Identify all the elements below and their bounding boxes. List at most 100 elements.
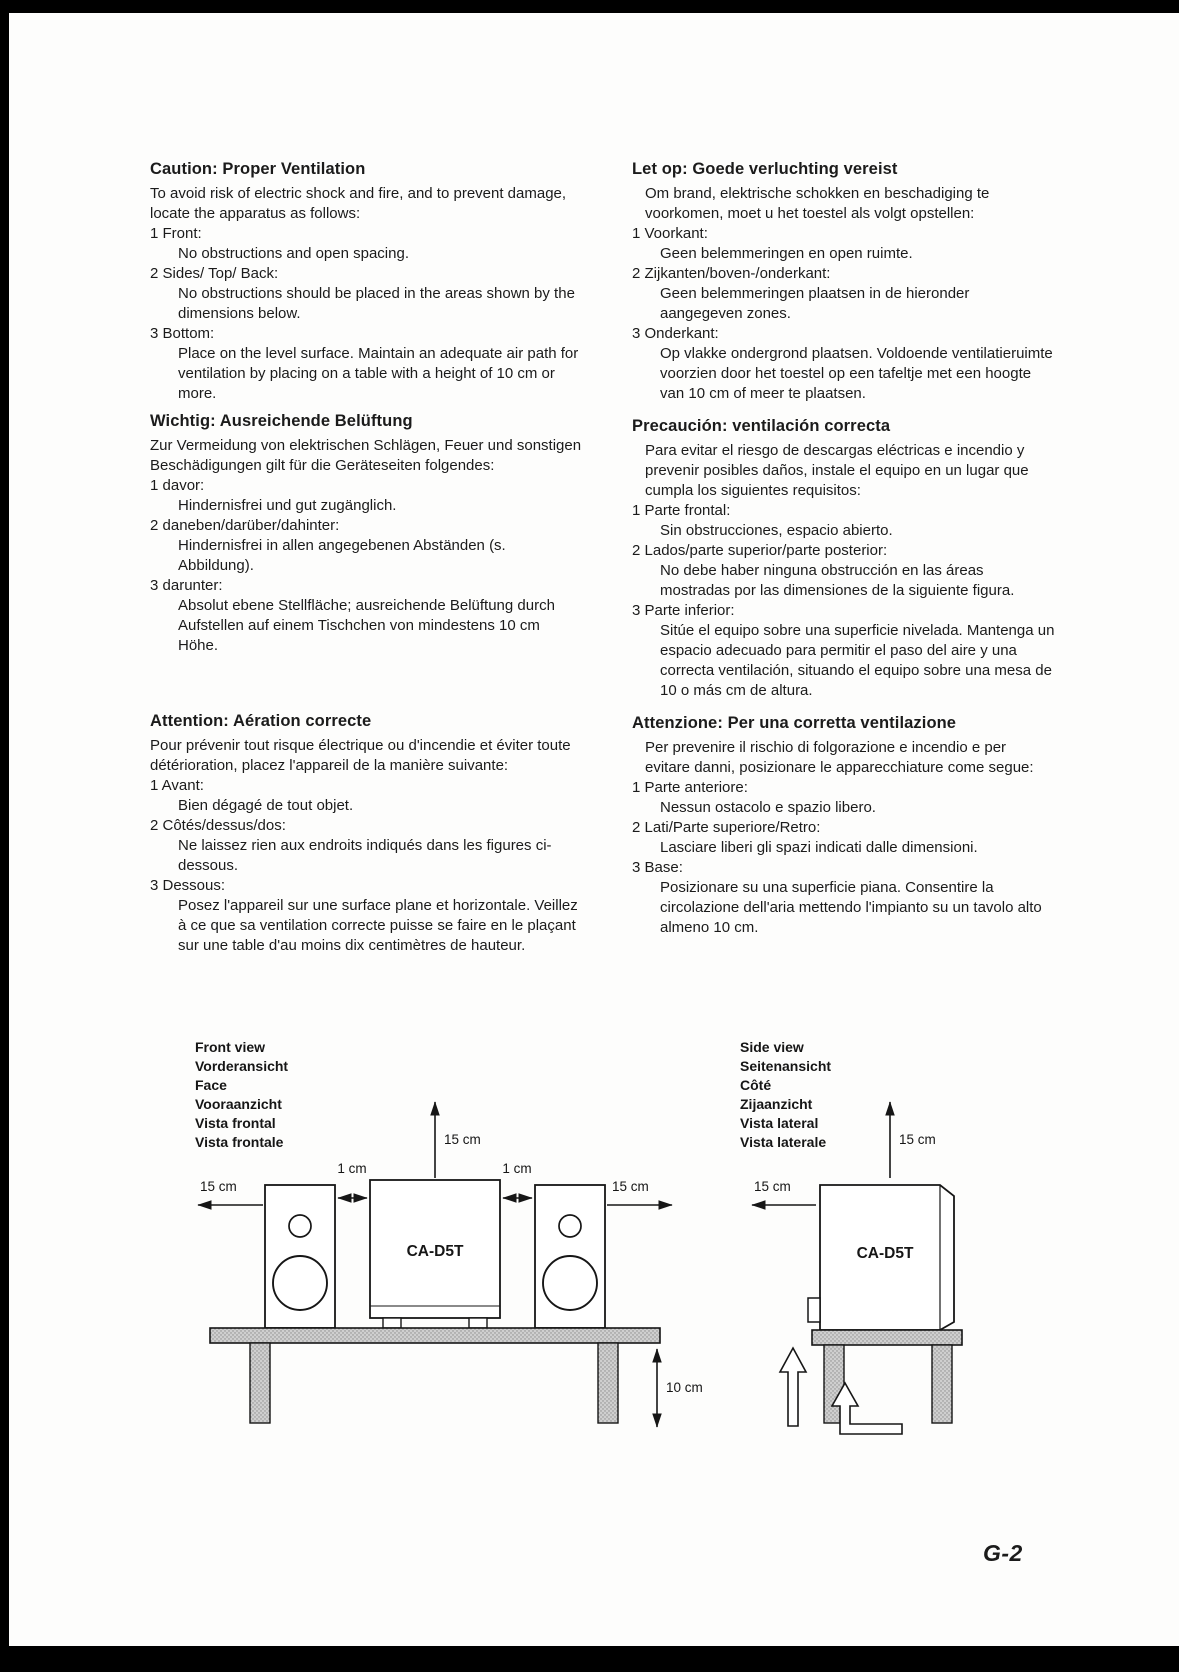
airflow-arrows <box>778 1346 903 1435</box>
text-columns: Caution: Proper Ventilation To avoid ris… <box>150 160 1055 956</box>
svg-text:15 cm: 15 cm <box>200 1179 237 1194</box>
svg-text:Côté: Côté <box>740 1077 771 1093</box>
scan-edge-top <box>0 0 1179 13</box>
section-intro: Om brand, elektrische schokken en bescha… <box>645 185 990 222</box>
section-title: Attenzione: Per una corretta ventilazion… <box>632 714 957 732</box>
list-item-label: 3 Parte inferior: <box>632 602 735 619</box>
list-item-label: 2 Côtés/dessus/dos: <box>150 817 286 834</box>
list-item-text: No debe haber ninguna obstrucción en las… <box>660 562 1015 599</box>
list-item-text: Nessun ostacolo e spazio libero. <box>660 799 876 816</box>
list-item-text: Absolut ebene Stellfläche; ausreichende … <box>178 597 555 654</box>
page-number: G-2 <box>983 1540 1023 1566</box>
ventilation-diagram: Front view Vorderansicht Face Vooraanzic… <box>140 1030 1040 1460</box>
svg-text:1 cm: 1 cm <box>337 1161 366 1176</box>
column-right: Let op: Goede verluchting vereist Om bra… <box>632 160 1055 956</box>
front-view: 15 cm 1 cm 1 cm 15 cm 15 cm <box>197 1101 703 1428</box>
scan-edge-bottom <box>0 1646 1179 1672</box>
list-item-text: Geen belemmeringen plaatsen in de hieron… <box>660 285 970 322</box>
table-leg <box>597 1342 619 1424</box>
dimension-arrow-table-height: 10 cm <box>652 1348 703 1428</box>
svg-text:Side view: Side view <box>740 1039 804 1055</box>
right-speaker <box>534 1184 606 1329</box>
list-item-label: 3 Bottom: <box>150 325 215 342</box>
section-attenzione-italian: Attenzione: Per una corretta ventilazion… <box>632 714 1055 938</box>
section-intro: Para evitar el riesgo de descargas eléct… <box>645 442 1029 499</box>
column-left: Caution: Proper Ventilation To avoid ris… <box>150 160 582 956</box>
list-item-label: 1 Parte frontal: <box>632 502 731 519</box>
list-item-text: No obstructions should be placed in the … <box>178 285 575 322</box>
unit-foot <box>468 1317 488 1329</box>
front-view-caption: Front view Vorderansicht Face Vooraanzic… <box>195 1039 288 1150</box>
side-view-caption: Side view Seitenansicht Côté Zijaanzicht… <box>740 1039 831 1150</box>
svg-text:Vista lateral: Vista lateral <box>740 1115 818 1131</box>
list-item-text: Posez l'appareil sur une surface plane e… <box>178 897 578 954</box>
svg-text:Zijaanzicht: Zijaanzicht <box>740 1096 813 1112</box>
dimension-arrow-side-top: 15 cm <box>885 1101 936 1178</box>
section-precaucion-spanish: Precaución: ventilación correcta Para ev… <box>632 417 1055 714</box>
list-item-label: 2 Zijkanten/boven-/onderkant: <box>632 265 831 282</box>
list-item-label: 3 darunter: <box>150 577 223 594</box>
unit-foot <box>382 1317 402 1329</box>
list-item-text: Place on the level surface. Maintain an … <box>178 345 579 402</box>
section-wichtig-german: Wichtig: Ausreichende Belüftung Zur Verm… <box>150 412 582 712</box>
list-item-text: Op vlakke ondergrond plaatsen. Voldoende… <box>660 345 1053 402</box>
list-item-label: 1 davor: <box>150 477 205 494</box>
table-side <box>811 1329 963 1424</box>
dimension-arrow-front-right: 15 cm <box>607 1179 673 1210</box>
left-speaker <box>264 1184 336 1329</box>
list-item-label: 3 Base: <box>632 859 683 876</box>
list-item-label: 1 Parte anteriore: <box>632 779 748 796</box>
scan-edge-left <box>0 0 9 1672</box>
table-leg <box>249 1342 271 1424</box>
svg-text:Vorderansicht: Vorderansicht <box>195 1058 288 1074</box>
svg-text:Vista frontal: Vista frontal <box>195 1115 276 1131</box>
list-item-label: 1 Avant: <box>150 777 204 794</box>
svg-text:Vista frontale: Vista frontale <box>195 1134 284 1150</box>
list-item-label: 1 Voorkant: <box>632 225 708 242</box>
list-item-text: Bien dégagé de tout objet. <box>178 797 354 814</box>
svg-text:15 cm: 15 cm <box>754 1179 791 1194</box>
woofer-circle <box>542 1255 598 1311</box>
section-intro: Zur Vermeidung von elektrischen Schlägen… <box>150 437 582 474</box>
svg-text:10 cm: 10 cm <box>666 1380 703 1395</box>
unit-model-label: CA-D5T <box>857 1245 914 1262</box>
section-attention-french: Attention: Aération correcte Pour préven… <box>150 712 582 956</box>
list-item-label: 2 Sides/ Top/ Back: <box>150 265 279 282</box>
section-intro: Pour prévenir tout risque électrique ou … <box>150 737 571 774</box>
rear-protrusion <box>807 1297 821 1323</box>
list-item-text: Sin obstrucciones, espacio abierto. <box>660 522 893 539</box>
airflow-arrow-up <box>778 1346 808 1427</box>
dimension-arrow-front-left-gap: 1 cm <box>337 1161 368 1203</box>
svg-text:Front view: Front view <box>195 1039 265 1055</box>
list-item-text: No obstructions and open spacing. <box>178 245 409 262</box>
list-item-label: 2 daneben/darüber/dahinter: <box>150 517 340 534</box>
list-item-text: Lasciare liberi gli spazi indicati dalle… <box>660 839 978 856</box>
tweeter-circle <box>558 1214 582 1238</box>
section-title: Let op: Goede verluchting vereist <box>632 160 898 178</box>
section-title: Wichtig: Ausreichende Belüftung <box>150 412 413 430</box>
section-letop-dutch: Let op: Goede verluchting vereist Om bra… <box>632 160 1055 417</box>
list-item-text: Sitúe el equipo sobre una superficie niv… <box>660 622 1055 699</box>
main-unit-front: CA-D5T <box>369 1179 501 1329</box>
svg-text:1 cm: 1 cm <box>502 1161 531 1176</box>
list-item-label: 3 Onderkant: <box>632 325 719 342</box>
section-title: Caution: Proper Ventilation <box>150 160 366 178</box>
dimension-arrow-side-left: 15 cm <box>751 1179 816 1210</box>
list-item-label: 2 Lados/parte superior/parte posterior: <box>632 542 888 559</box>
main-unit-side: CA-D5T <box>807 1184 955 1331</box>
svg-text:15 cm: 15 cm <box>612 1179 649 1194</box>
svg-text:Seitenansicht: Seitenansicht <box>740 1058 831 1074</box>
unit-model-label: CA-D5T <box>407 1243 464 1260</box>
list-item-text: Ne laissez rien aux endroits indiqués da… <box>178 837 552 874</box>
section-intro: To avoid risk of electric shock and fire… <box>150 185 567 222</box>
list-item-text: Geen belemmeringen en open ruimte. <box>660 245 913 262</box>
dimension-arrow-front-right-gap: 1 cm <box>502 1161 533 1203</box>
svg-text:Face: Face <box>195 1077 227 1093</box>
svg-text:Vooraanzicht: Vooraanzicht <box>195 1096 282 1112</box>
list-item-text: Hindernisfrei in allen angegebenen Abstä… <box>178 537 506 574</box>
section-caution-english: Caution: Proper Ventilation To avoid ris… <box>150 160 582 412</box>
list-item-text: Hindernisfrei und gut zugänglich. <box>178 497 397 514</box>
section-title: Attention: Aération correcte <box>150 712 372 730</box>
table-leg <box>931 1344 953 1424</box>
table-front <box>209 1327 661 1424</box>
